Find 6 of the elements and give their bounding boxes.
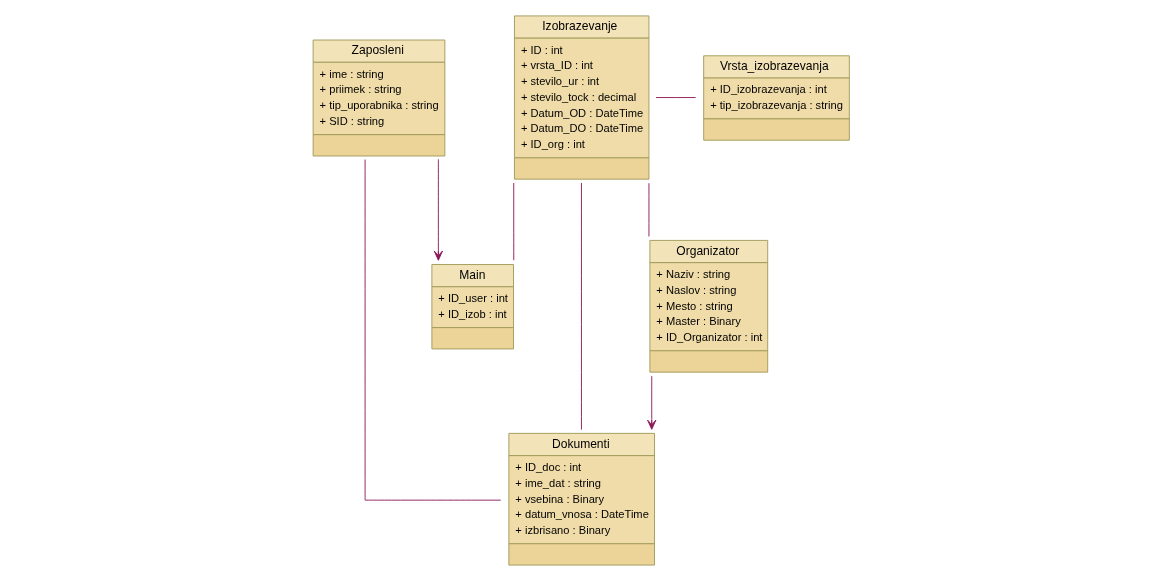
connector [364, 159, 502, 501]
connector [513, 182, 515, 261]
connector [655, 97, 697, 98]
arrow [433, 158, 443, 261]
arrow [647, 375, 657, 430]
connector [581, 182, 582, 431]
